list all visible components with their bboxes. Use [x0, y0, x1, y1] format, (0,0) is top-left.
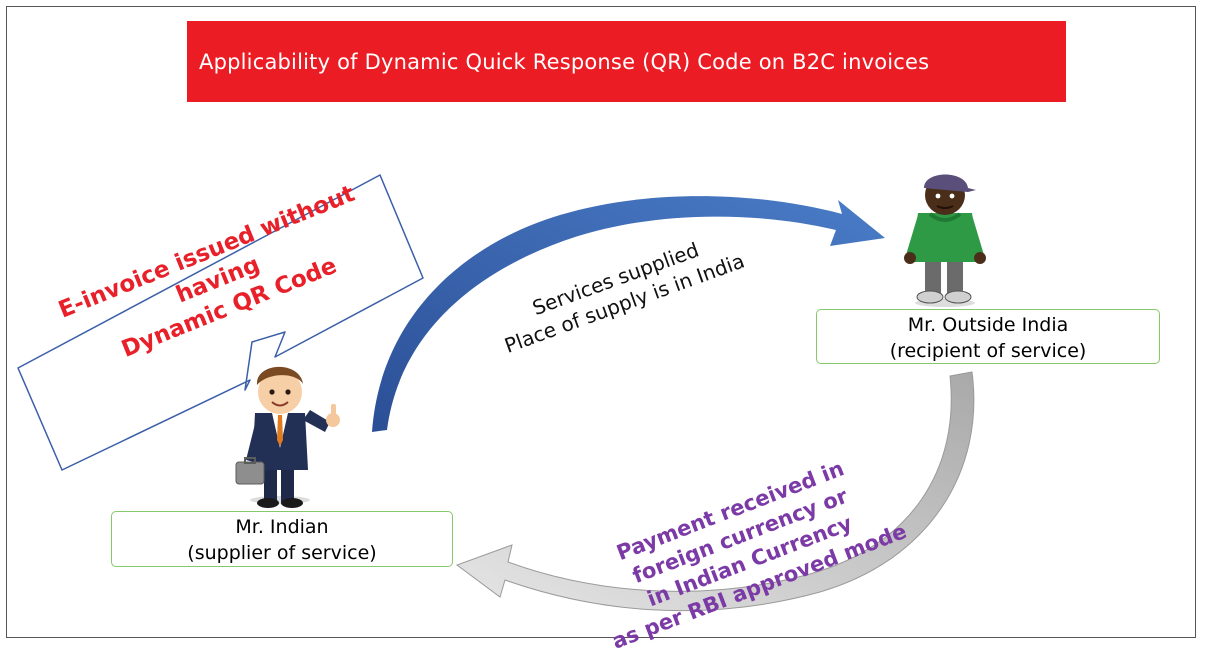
payment-arrow [455, 371, 975, 612]
recipient-name: Mr. Outside India [907, 314, 1069, 336]
recipient-role: (recipient of service) [889, 340, 1087, 362]
supplier-label-box: Mr. Indian (supplier of service) [111, 511, 453, 567]
recipient-label-box: Mr. Outside India (recipient of service) [816, 309, 1160, 364]
supplier-role: (supplier of service) [187, 542, 377, 564]
businessman-figure-icon [235, 366, 340, 508]
diagram-frame [6, 6, 1196, 638]
callout-box [17, 174, 424, 471]
supplier-name: Mr. Indian [235, 516, 329, 538]
arrows-layer [17, 174, 986, 612]
casual-man-figure-icon [904, 174, 986, 307]
services-arrow [372, 196, 885, 432]
title-banner: Applicability of Dynamic Quick Response … [187, 21, 1066, 102]
diagram-title: Applicability of Dynamic Quick Response … [199, 49, 930, 74]
